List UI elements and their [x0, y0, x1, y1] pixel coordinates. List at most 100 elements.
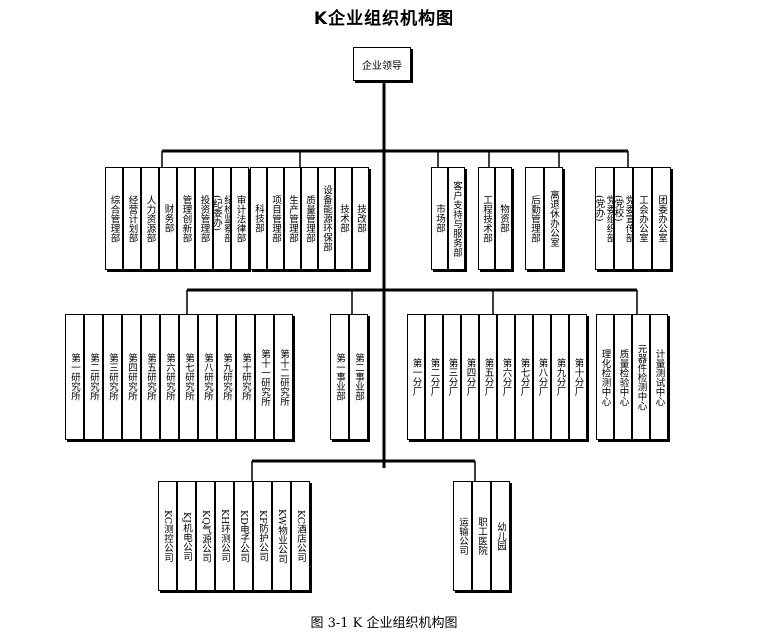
unit-label: 第二研究所: [88, 353, 99, 401]
g6-unit-4[interactable]: 团委办公室: [652, 167, 671, 270]
g11-unit-8[interactable]: KC酒店公司: [291, 481, 310, 591]
g3-unit-2[interactable]: 客户支持与服务部: [448, 167, 465, 270]
unit-label: 第六研究所: [164, 353, 175, 401]
g11-unit-2[interactable]: KJ机电公司: [177, 481, 196, 591]
g10-unit-3[interactable]: 元器件检测中心: [632, 314, 650, 440]
g11-unit-4[interactable]: KH环测公司: [215, 481, 234, 591]
unit-label: 设备能源环保部: [321, 185, 332, 252]
g5-unit-2[interactable]: 离退休办公室: [544, 167, 563, 270]
g11-unit-7[interactable]: KW物业公司: [272, 481, 291, 591]
unit-label: 计量测试中心: [653, 348, 665, 406]
unit-label: 第九研究所: [221, 353, 232, 401]
g4-unit-2[interactable]: 物资部: [495, 167, 512, 270]
g7-unit-7[interactable]: 第七研究所: [179, 314, 198, 440]
unit-label: 理化检测中心: [599, 348, 611, 406]
unit-label: 财务部: [162, 204, 174, 233]
unit-label: 后勤管理部: [529, 194, 540, 243]
unit-label: 技改部: [355, 204, 366, 233]
unit-label: 幼儿园: [495, 521, 506, 551]
g1-unit-2[interactable]: 经营计划部: [123, 167, 141, 270]
g7-unit-5[interactable]: 第五研究所: [141, 314, 160, 440]
g9-unit-10[interactable]: 第十分厂: [569, 314, 587, 440]
unit-label: 第八研究所: [202, 353, 213, 401]
g2-unit-4[interactable]: 质量管理部: [301, 167, 318, 270]
g6-unit-1[interactable]: 党委组织部 (党办): [593, 167, 616, 270]
g12-unit-1[interactable]: 运输公司: [453, 481, 472, 591]
g9-unit-8[interactable]: 第八分厂: [533, 314, 551, 440]
g11-unit-3[interactable]: KQ气源公司: [196, 481, 215, 591]
g2-unit-5[interactable]: 设备能源环保部: [318, 167, 335, 270]
unit-label: 第六分厂: [500, 358, 512, 396]
unit-label: 职工医院: [476, 517, 487, 555]
unit-label: KJ机电公司: [181, 511, 192, 561]
unit-label: 团委办公室: [656, 194, 667, 243]
unit-label: 第一事业部: [334, 353, 345, 401]
g9-unit-9[interactable]: 第九分厂: [551, 314, 569, 440]
g2-unit-3[interactable]: 生产管理部: [284, 167, 301, 270]
g2-unit-6[interactable]: 技术部: [335, 167, 352, 270]
g12-unit-2[interactable]: 职工医院: [472, 481, 491, 591]
g11-unit-1[interactable]: KC测控公司: [158, 481, 177, 591]
g1-unit-1[interactable]: 综合管理部: [105, 167, 123, 270]
unit-label: 工程技术部: [481, 194, 492, 243]
g6-unit-3[interactable]: 工会办公室: [633, 167, 652, 270]
g2-unit-7[interactable]: 技改部: [352, 167, 369, 270]
g10-unit-1[interactable]: 理化检测中心: [596, 314, 614, 440]
g6-unit-2[interactable]: 党委宣传部 (党校): [613, 167, 635, 270]
g7-unit-2[interactable]: 第二研究所: [84, 314, 103, 440]
unit-label: 技术部: [338, 204, 349, 233]
unit-label: 管理创新部: [180, 194, 192, 243]
g7-unit-8[interactable]: 第八研究所: [198, 314, 217, 440]
g8-unit-2[interactable]: 第二事业部: [349, 314, 368, 440]
unit-label: 第五分厂: [482, 358, 494, 396]
g9-unit-5[interactable]: 第五分厂: [479, 314, 497, 440]
unit-label: 科技部: [253, 204, 264, 233]
unit-label: 市场部: [434, 204, 445, 233]
g11-unit-6[interactable]: KF防护公司: [253, 481, 272, 591]
unit-label: 第十分厂: [572, 358, 584, 396]
g1-unit-8[interactable]: 审计法律部: [231, 167, 249, 270]
g1-unit-5[interactable]: 管理创新部: [177, 167, 195, 270]
unit-label: KH环测公司: [219, 509, 230, 563]
g5-unit-1[interactable]: 后勤管理部: [525, 167, 544, 270]
g9-unit-1[interactable]: 第一分厂: [407, 314, 425, 440]
g9-unit-2[interactable]: 第二分厂: [425, 314, 443, 440]
root-node[interactable]: 企业领导: [353, 47, 411, 81]
g12-unit-3[interactable]: 幼儿园: [491, 481, 510, 591]
unit-label: 第二事业部: [353, 353, 364, 401]
g7-unit-10[interactable]: 第十研究所: [236, 314, 255, 440]
g1-unit-7[interactable]: 纪检监察部 (纪委办): [211, 167, 233, 270]
g3-unit-1[interactable]: 市场部: [431, 167, 448, 270]
g7-unit-6[interactable]: 第六研究所: [160, 314, 179, 440]
g1-unit-6[interactable]: 投资管理部: [195, 167, 213, 270]
unit-label: 客户支持与服务部: [451, 180, 462, 257]
g4-unit-1[interactable]: 工程技术部: [478, 167, 495, 270]
g7-unit-3[interactable]: 第三研究所: [103, 314, 122, 440]
g7-unit-4[interactable]: 第四研究所: [122, 314, 141, 440]
g7-unit-12[interactable]: 第十二研究所: [274, 314, 293, 440]
g9-unit-4[interactable]: 第四分厂: [461, 314, 479, 440]
g10-unit-2[interactable]: 质量检验中心: [614, 314, 632, 440]
g1-unit-3[interactable]: 人力资源部: [141, 167, 159, 270]
g7-unit-9[interactable]: 第九研究所: [217, 314, 236, 440]
unit-label: 第十二研究所: [278, 348, 289, 406]
unit-label: 第九分厂: [554, 358, 566, 396]
g7-unit-11[interactable]: 第十一研究所: [255, 314, 274, 440]
unit-label: 第三研究所: [107, 353, 118, 401]
g1-unit-4[interactable]: 财务部: [159, 167, 177, 270]
g11-unit-5[interactable]: KD电子公司: [234, 481, 253, 591]
g2-unit-2[interactable]: 项目管理部: [267, 167, 284, 270]
g10-unit-4[interactable]: 计量测试中心: [650, 314, 668, 440]
unit-label: 人力资源部: [144, 194, 156, 243]
g7-unit-1[interactable]: 第一研究所: [65, 314, 84, 440]
g8-unit-1[interactable]: 第一事业部: [330, 314, 349, 440]
unit-label: 第二分厂: [428, 358, 440, 396]
g9-unit-6[interactable]: 第六分厂: [497, 314, 515, 440]
unit-label: 综合管理部: [108, 194, 120, 243]
g9-unit-7[interactable]: 第七分厂: [515, 314, 533, 440]
unit-label: 第十一研究所: [259, 348, 270, 406]
g9-unit-3[interactable]: 第三分厂: [443, 314, 461, 440]
unit-label: 党委组织部 (党办): [593, 194, 616, 243]
g2-unit-1[interactable]: 科技部: [250, 167, 267, 270]
